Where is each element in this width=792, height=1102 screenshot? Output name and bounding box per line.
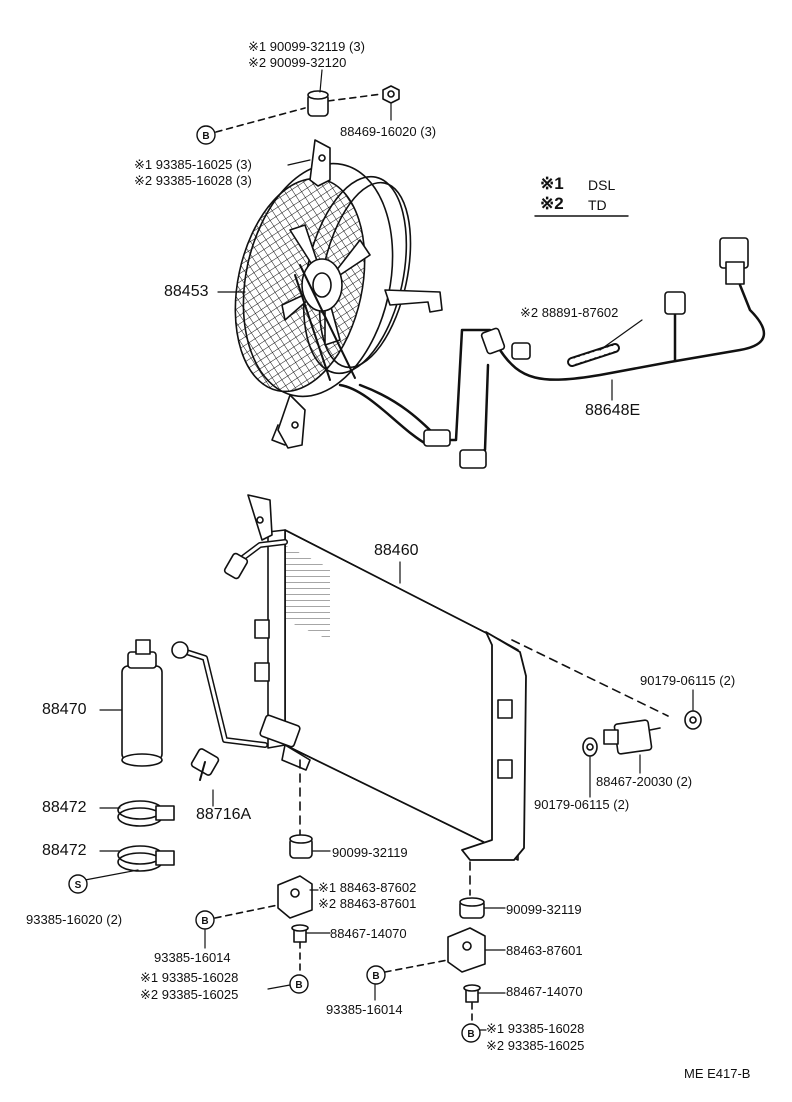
corrugated-tube xyxy=(567,343,620,367)
label-condenser: 88460 xyxy=(374,542,419,559)
fan-motor-assembly xyxy=(215,85,443,449)
label-cushion-left: 90099-32119 xyxy=(332,845,408,860)
circle-mark-b5-text: B xyxy=(467,1029,474,1040)
circle-marks: B B B B B S xyxy=(68,125,481,1043)
connector-b xyxy=(511,342,531,360)
circle-mark-b3 xyxy=(289,974,309,994)
circle-mark-s1 xyxy=(68,874,88,894)
circle-mark-b4-text: B xyxy=(372,971,379,982)
label-bolt-b-left: 93385-16014 xyxy=(154,950,231,965)
fan-bracket-top xyxy=(309,139,331,187)
label-nut-top: 88469-16020 (3) xyxy=(340,124,437,139)
legend-mark-1: ※1 xyxy=(540,174,564,193)
label-collar-left: 88467-14070 xyxy=(330,926,407,941)
label-bolt-b-left2-1: ※1 93385-16028 xyxy=(140,970,239,985)
circle-mark-b2 xyxy=(195,910,215,930)
label-bolt-b-top-1: ※1 93385-16025 (3) xyxy=(134,157,252,172)
label-bracket-right: 88463-87601 xyxy=(506,943,583,958)
circle-mark-b2-text: B xyxy=(201,916,208,927)
label-nut-right-top: 90179-06115 (2) xyxy=(640,673,736,688)
nut-right-bottom xyxy=(582,737,598,757)
label-clamp-lower: 88472 xyxy=(42,842,87,859)
legend-text-1: DSL xyxy=(588,177,616,193)
drawing-code: ME E417-B xyxy=(684,1066,751,1081)
fan-motor xyxy=(301,258,343,312)
nut-top xyxy=(382,85,400,104)
circle-mark-b1 xyxy=(196,125,216,145)
label-bracket-left-2: ※2 88463-87601 xyxy=(318,896,417,911)
label-harness: 88648E xyxy=(585,402,641,419)
label-fan: 88453 xyxy=(164,283,209,300)
inlet-fitting xyxy=(223,552,249,580)
pressure-switch xyxy=(613,719,653,755)
leader-top-left xyxy=(215,107,306,133)
label-bracket-left-1: ※1 88463-87602 xyxy=(318,880,417,895)
label-bolt-top-2: ※2 90099-32120 xyxy=(248,55,347,70)
circle-mark-b5 xyxy=(461,1023,481,1043)
label-bolt-b-top-2: ※2 93385-16028 (3) xyxy=(134,173,252,188)
label-nut-right-bottom: 90179-06115 (2) xyxy=(534,797,630,812)
label-cushion-right: 90099-32119 xyxy=(506,902,582,917)
label-collar-right: 88467-14070 xyxy=(506,984,583,999)
receiver-drier xyxy=(121,639,163,767)
fan-bracket-right xyxy=(384,289,443,313)
label-receiver: 88470 xyxy=(42,701,87,718)
label-screw-s: 93385-16020 (2) xyxy=(26,912,123,927)
label-clamp-upper: 88472 xyxy=(42,799,87,816)
right-mount-parts xyxy=(384,897,486,1026)
fan-mesh xyxy=(234,177,366,393)
label-switch: 88467-20030 (2) xyxy=(596,774,693,789)
label-bolt-b-right: 93385-16014 xyxy=(326,1002,403,1017)
wire-harness xyxy=(338,237,766,469)
nut-right-top xyxy=(684,710,702,730)
connector-d xyxy=(459,449,487,469)
label-bolt-b-left2-2: ※2 93385-16025 xyxy=(140,987,239,1002)
label-connector: ※2 88891-87602 xyxy=(520,305,619,320)
leader-top-right xyxy=(327,93,383,102)
circle-mark-s1-text: S xyxy=(75,880,82,891)
legend-mark-2: ※2 xyxy=(540,194,564,213)
connector-c xyxy=(423,429,451,447)
circle-mark-b1-text: B xyxy=(202,131,209,142)
connector-e xyxy=(664,291,686,315)
clamps xyxy=(84,800,175,881)
outlet-fitting xyxy=(259,714,301,748)
legend-text-2: TD xyxy=(588,197,607,213)
circle-mark-b3-text: B xyxy=(295,980,302,991)
liquid-pipe xyxy=(171,641,268,781)
label-bolt-top-1: ※1 90099-32119 (3) xyxy=(248,39,365,54)
leader-condenser-right xyxy=(511,639,669,717)
label-bolt-b-right2-1: ※1 93385-16028 xyxy=(486,1021,585,1036)
condenser xyxy=(223,494,669,896)
left-mount-parts xyxy=(214,834,313,979)
circle-mark-b4 xyxy=(366,965,386,985)
label-pipe: 88716A xyxy=(196,806,252,823)
pressure-switch-group xyxy=(582,710,702,757)
label-bolt-b-right2-2: ※2 93385-16025 xyxy=(486,1038,585,1053)
label-leaders xyxy=(99,69,694,1031)
connector-a xyxy=(480,327,506,355)
fan-bracket-bottom xyxy=(277,394,306,449)
